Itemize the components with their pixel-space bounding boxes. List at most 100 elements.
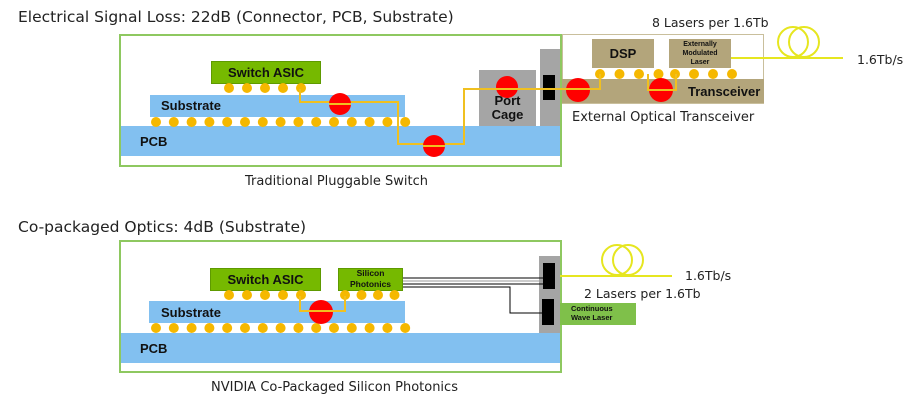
solder-bump bbox=[634, 69, 644, 79]
bottom-caption: NVIDIA Co-Packaged Silicon Photonics bbox=[211, 380, 458, 395]
solder-bump bbox=[708, 69, 718, 79]
cpo-substrate-label: Substrate bbox=[161, 305, 221, 320]
solder-bump bbox=[389, 290, 400, 300]
pcb-label: PCB bbox=[140, 134, 168, 149]
silicon-photonics-label: Silicon Photonics bbox=[338, 268, 403, 290]
top-caption: Traditional Pluggable Switch bbox=[245, 174, 428, 189]
cpo-switch-asic-label: Switch ASIC bbox=[227, 272, 304, 287]
top-title: Electrical Signal Loss: 22dB (Connector,… bbox=[18, 8, 454, 26]
solder-bump bbox=[278, 83, 288, 93]
transceiver-label: Transceiver bbox=[688, 84, 761, 99]
solder-bump bbox=[151, 323, 161, 333]
fiber-coil-1 bbox=[777, 26, 809, 58]
cwl-label: Continuous Wave Laser bbox=[571, 304, 613, 322]
connector bbox=[543, 75, 555, 100]
solder-bump bbox=[186, 117, 197, 127]
solder-bump bbox=[278, 290, 288, 300]
bottom-rate-label: 1.6Tb/s bbox=[685, 268, 732, 283]
solder-bump bbox=[364, 323, 375, 333]
pcb-layer bbox=[121, 126, 560, 156]
laser-feed-line bbox=[403, 286, 542, 314]
cwl-label-line1: Continuous bbox=[571, 304, 613, 313]
solder-bump bbox=[689, 69, 699, 79]
port-cage-label-line1: Port bbox=[494, 93, 521, 108]
solder-bump bbox=[614, 69, 625, 79]
solder-bump bbox=[257, 323, 268, 333]
solder-bump bbox=[296, 83, 306, 93]
transceiver-outline bbox=[562, 34, 764, 104]
solder-bump bbox=[151, 117, 161, 127]
silicon-photonics-label-line2: Photonics bbox=[349, 279, 392, 289]
cwl-label-line2: Wave Laser bbox=[571, 313, 613, 322]
solder-bump bbox=[329, 323, 339, 333]
solder-bump bbox=[293, 117, 304, 127]
bottom-fiber-coil-1 bbox=[601, 244, 633, 276]
solder-bump bbox=[222, 117, 233, 127]
fiber-coil-2 bbox=[788, 26, 820, 58]
cpo-laser-connector bbox=[542, 299, 554, 325]
cpo-fiber-connector bbox=[543, 263, 555, 289]
solder-bump bbox=[224, 83, 234, 93]
cpo-substrate-layer bbox=[149, 301, 405, 323]
solder-bump bbox=[186, 323, 197, 333]
loss-point-port-cage bbox=[496, 76, 518, 98]
solder-bump bbox=[311, 323, 322, 333]
cpo-pcb-label: PCB bbox=[140, 341, 168, 356]
bottom-lasers-note: 2 Lasers per 1.6Tb bbox=[584, 286, 701, 301]
solder-bump bbox=[296, 290, 306, 300]
solder-bump bbox=[400, 117, 411, 127]
solder-bump bbox=[260, 83, 270, 93]
substrate-label: Substrate bbox=[161, 98, 221, 113]
transceiver-caption: External Optical Transceiver bbox=[572, 110, 755, 125]
solder-bump bbox=[653, 69, 664, 79]
solder-bump bbox=[382, 117, 393, 127]
solder-bump bbox=[242, 83, 252, 93]
solder-bump bbox=[364, 117, 375, 127]
dsp-label: DSP bbox=[609, 46, 637, 61]
bottom-bumps bbox=[151, 290, 411, 333]
port-cage-label-line2: Cage bbox=[491, 107, 524, 122]
solder-bump bbox=[340, 290, 350, 300]
eml-chip bbox=[669, 39, 731, 68]
solder-bump bbox=[400, 323, 411, 333]
cpo-pcb-layer bbox=[121, 333, 560, 363]
solder-bump bbox=[346, 117, 357, 127]
solder-bump bbox=[242, 290, 252, 300]
eml-label-line1: Externally bbox=[683, 41, 717, 48]
top-lasers-note: 8 Lasers per 1.6Tb bbox=[652, 15, 769, 30]
solder-bump bbox=[168, 117, 179, 127]
solder-bump bbox=[260, 290, 270, 300]
solder-bump bbox=[257, 117, 268, 127]
solder-bump bbox=[346, 323, 357, 333]
solder-bump bbox=[224, 290, 234, 300]
bottom-fiber-coil-2 bbox=[612, 244, 644, 276]
silicon-photonics-chip bbox=[338, 268, 403, 291]
silicon-photonics-label-line1: Silicon bbox=[356, 268, 385, 278]
solder-bump bbox=[240, 117, 250, 127]
bottom-title: Co-packaged Optics: 4dB (Substrate) bbox=[18, 218, 307, 236]
dsp-chip bbox=[592, 39, 654, 68]
eml-label-line2: Modulated bbox=[682, 50, 718, 57]
solder-bump bbox=[275, 117, 286, 127]
solder-bump bbox=[275, 323, 286, 333]
switch-asic-label: Switch ASIC bbox=[227, 65, 305, 80]
eml-label: Externally Modulated Laser bbox=[669, 40, 731, 67]
eml-label-line3: Laser bbox=[690, 59, 710, 66]
solder-bump bbox=[293, 323, 304, 333]
solder-bump bbox=[222, 323, 233, 333]
solder-bump bbox=[329, 117, 339, 127]
solder-bump bbox=[168, 323, 179, 333]
port-cage-label: Port Cage bbox=[479, 94, 536, 122]
solder-bump bbox=[240, 323, 250, 333]
solder-bump bbox=[311, 117, 322, 127]
top-rate-label: 1.6Tb/s bbox=[857, 52, 904, 67]
solder-bump bbox=[356, 290, 367, 300]
solder-bump bbox=[373, 290, 383, 300]
solder-bump bbox=[204, 117, 215, 127]
solder-bump bbox=[382, 323, 393, 333]
solder-bump bbox=[204, 323, 215, 333]
solder-bump bbox=[727, 69, 737, 79]
continuous-wave-laser bbox=[560, 303, 636, 325]
top-bumps bbox=[151, 69, 737, 127]
